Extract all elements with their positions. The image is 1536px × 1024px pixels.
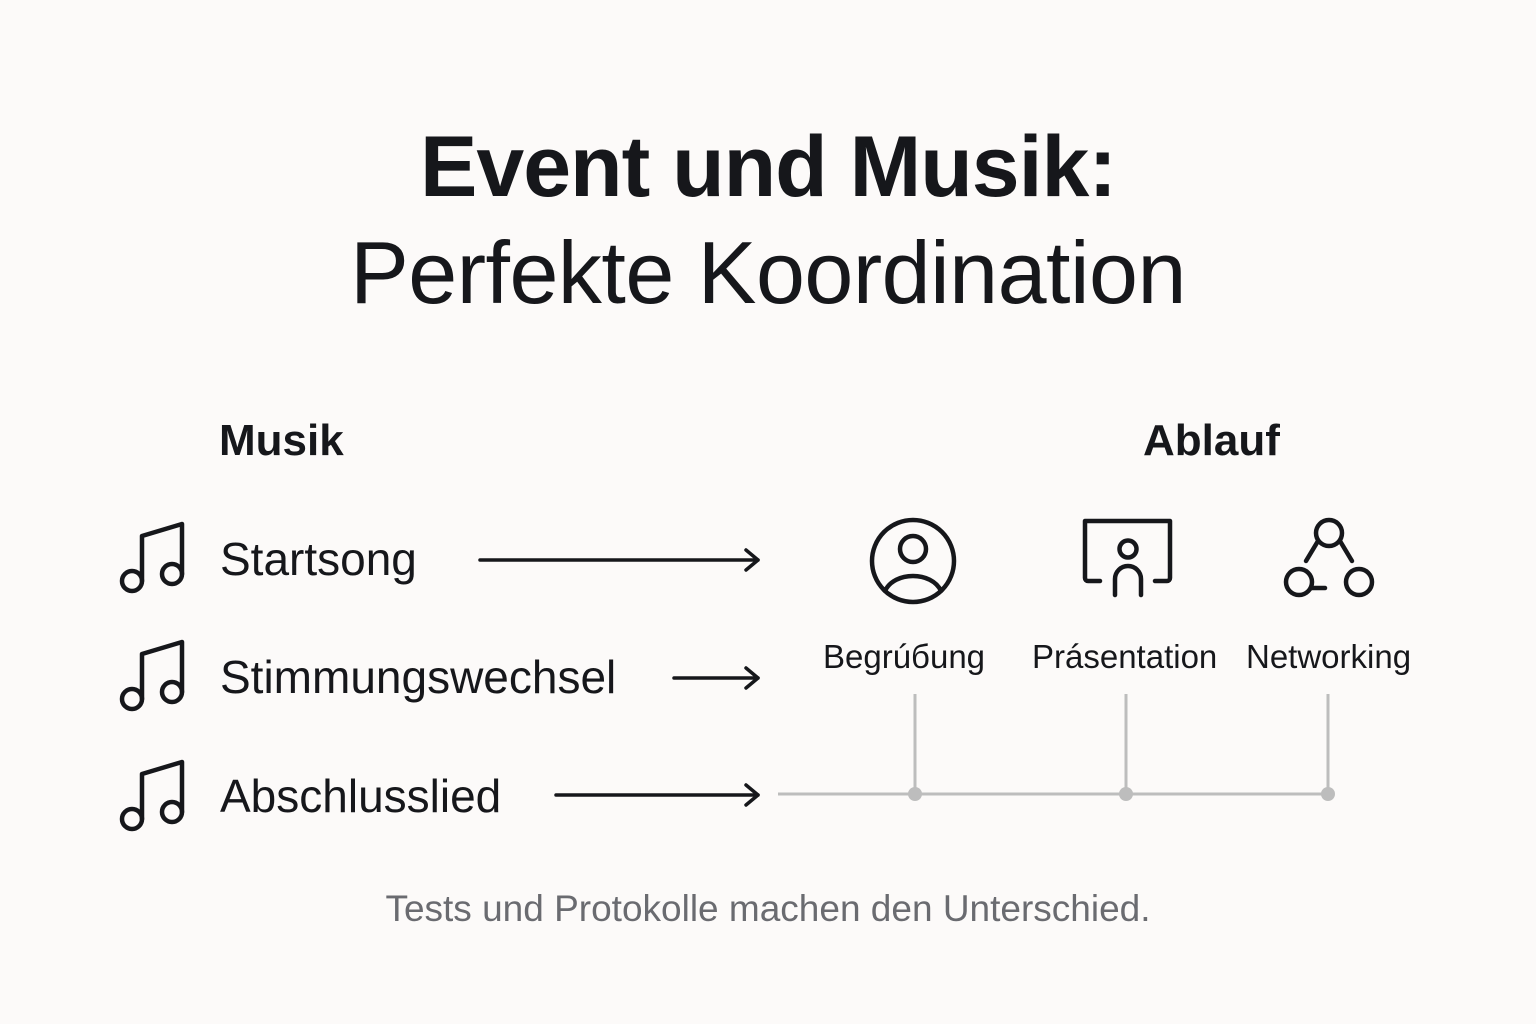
stage-label-praesentation: Prásentation <box>1032 638 1218 675</box>
music-item-label: Startsong <box>220 533 417 585</box>
music-item-label: Abschlusslied <box>220 770 502 822</box>
music-item-label: Stimmungswechsel <box>220 651 617 703</box>
timeline-node <box>1119 787 1133 801</box>
arrow-right-icon <box>554 783 760 807</box>
stage-label-begruessung: Begrúбung <box>823 638 986 675</box>
music-note-icon <box>119 759 185 832</box>
timeline-node <box>1321 787 1335 801</box>
network-icon <box>1283 517 1375 598</box>
stage-begruessung-icon-wrap <box>813 515 1013 607</box>
title-line-2: Perfekte Koordination <box>350 223 1186 322</box>
user-circle-icon <box>869 517 957 605</box>
stage-label-networking: Networking <box>1246 638 1412 675</box>
music-note-icon <box>119 639 185 712</box>
stage-praesentation-icon-wrap <box>1028 515 1228 599</box>
schedule-heading: Ablauf <box>1143 416 1280 465</box>
arrow-right-icon <box>672 666 760 690</box>
title-line-1: Event und Musik: <box>420 119 1117 215</box>
music-heading: Musik <box>219 416 344 465</box>
presentation-icon <box>1082 518 1173 598</box>
timeline-node <box>908 787 922 801</box>
footer-caption: Tests und Protokolle machen den Untersch… <box>385 888 1151 929</box>
music-note-icon <box>119 521 185 594</box>
timeline <box>778 694 1335 801</box>
stage-networking-icon-wrap <box>1229 515 1429 599</box>
music-item-stimmungswechsel: Stimmungswechsel <box>118 636 818 716</box>
music-item-startsong: Startsong <box>118 518 818 598</box>
arrow-right-icon <box>478 548 760 572</box>
music-item-abschlusslied: Abschlusslied <box>118 756 818 836</box>
